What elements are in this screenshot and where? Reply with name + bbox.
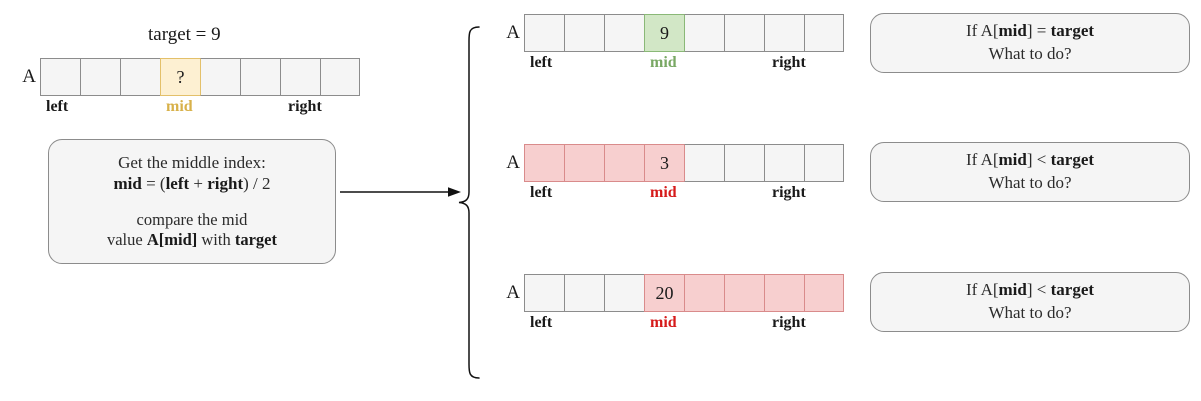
tick-mid: mid [650,54,677,71]
q-close-token: ] [1026,150,1037,170]
array-ticks: left mid right [524,184,844,206]
tick-right: right [288,98,322,115]
q-if-token: If A[ [965,21,999,41]
tick-left: left [530,314,553,331]
formula-line-1: Get the middle index: [118,153,266,172]
tick-right: right [772,184,806,201]
array-name-label: A [506,282,520,303]
q-target-token: target [1050,150,1095,170]
q-target-token: target [1050,21,1095,41]
array-cell-3 [604,14,644,52]
array-cell-7 [764,14,804,52]
array-cell-7 [764,144,804,182]
tick-right: right [772,314,806,331]
array-cell-6 [724,144,764,182]
question-line-1: If A[mid] < target [966,149,1094,172]
q-if-token: If A[ [965,280,999,300]
formula-line-2: mid = (left + right) / 2 [113,174,270,194]
formula-box: Get the middle index: mid = (left + righ… [48,139,336,264]
tick-left: left [530,54,553,71]
formula-target-token: target [234,230,277,249]
array-ticks: left mid right [524,54,844,76]
q-operator-token: < [1036,150,1047,170]
array-cell-8 [804,144,844,182]
formula-right-token: right [207,174,244,193]
flow-arrow-right [340,187,461,197]
array-name-label: A [506,152,520,173]
formula-mid-token: mid [113,174,142,193]
array-cell-2 [564,274,604,312]
array-cell-1 [524,274,564,312]
q-close-token: ] [1026,280,1037,300]
array-cells: 9 [524,14,844,52]
tick-left: left [530,184,553,201]
formula-tail-token: ) / 2 [243,174,271,193]
formula-value-token: value [106,230,147,249]
array-cell-1 [40,58,80,96]
array-cells: ? [40,58,360,96]
array-cell-5 [684,144,724,182]
array-cell-3 [604,274,644,312]
q-operator-token: < [1036,280,1047,300]
array-cells: 20 [524,274,844,312]
array-cell-2 [80,58,120,96]
formula-line-4: value A[mid] with target [107,230,277,250]
question-box-less-upper: If A[mid] < target What to do? [870,272,1190,332]
formula-amid-token: A[mid] [146,230,198,249]
question-box-less-lower: If A[mid] < target What to do? [870,142,1190,202]
q-close-token: ] [1026,21,1037,41]
array-cell-8 [320,58,360,96]
array-cell-4: 20 [644,274,684,312]
array-cell-7 [280,58,320,96]
q-mid-token: mid [998,150,1027,170]
array-cell-6 [240,58,280,96]
tick-right: right [772,54,806,71]
q-mid-token: mid [998,21,1027,41]
question-box-equal: If A[mid] = target What to do? [870,13,1190,73]
array-cell-8 [804,274,844,312]
q-operator-token: = [1036,21,1047,41]
formula-with-token: with [197,230,235,249]
array-cell-4: ? [160,58,200,96]
array-name-label: A [22,66,36,87]
array-cell-4: 3 [644,144,684,182]
question-line-2: What to do? [988,303,1072,322]
formula-eq-token: = ( [141,174,166,193]
array-ticks: left mid right [40,98,360,120]
array-cell-7 [764,274,804,312]
formula-line-3: compare the mid [136,210,248,229]
target-caption: target = 9 [148,24,221,45]
array-cell-5 [684,274,724,312]
array-cell-3 [120,58,160,96]
array-cell-1 [524,14,564,52]
array-cell-2 [564,144,604,182]
q-target-token: target [1050,280,1095,300]
question-line-2: What to do? [988,44,1072,63]
array-cell-6 [724,14,764,52]
question-line-2: What to do? [988,173,1072,192]
tick-mid: mid [650,184,677,201]
array-cell-1 [524,144,564,182]
array-cell-5 [200,58,240,96]
array-cell-8 [804,14,844,52]
q-mid-token: mid [998,280,1027,300]
question-line-1: If A[mid] = target [966,20,1094,43]
array-cells: 3 [524,144,844,182]
tick-left: left [46,98,69,115]
array-cell-5 [684,14,724,52]
tick-mid: mid [650,314,677,331]
array-cell-3 [604,144,644,182]
array-cell-4: 9 [644,14,684,52]
formula-plus-token: + [189,174,208,193]
formula-left-token: left [165,174,190,193]
array-ticks: left mid right [524,314,844,336]
tick-mid: mid [166,98,193,115]
array-name-label: A [506,22,520,43]
q-if-token: If A[ [965,150,999,170]
group-brace-left [458,26,480,379]
question-line-1: If A[mid] < target [966,279,1094,302]
array-cell-6 [724,274,764,312]
array-cell-2 [564,14,604,52]
